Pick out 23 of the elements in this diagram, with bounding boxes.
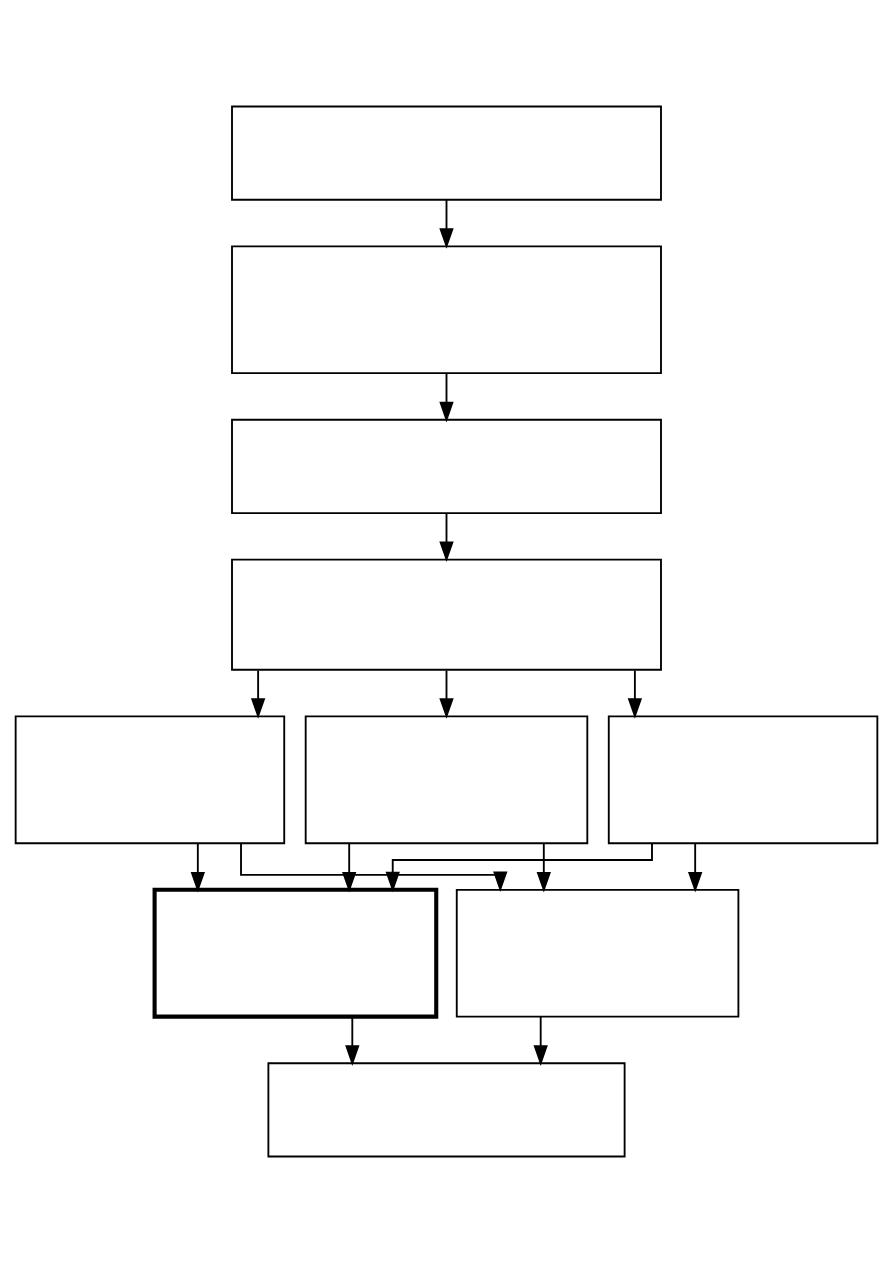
arrow [439, 372, 454, 423]
node-box [304, 715, 589, 845]
arrow [439, 669, 454, 719]
node-box [231, 418, 662, 514]
arrow [342, 842, 357, 893]
arrow [190, 842, 205, 893]
node-box [231, 105, 662, 201]
node-box [152, 887, 439, 1019]
node-box [455, 888, 740, 1018]
arrow [439, 199, 454, 249]
arrow [627, 669, 643, 719]
node-box [231, 245, 662, 375]
node-box [267, 1062, 626, 1158]
arrow [240, 842, 508, 893]
node-box [607, 715, 879, 845]
node-box [231, 558, 662, 671]
arrow [688, 842, 703, 893]
arrow [533, 1016, 548, 1066]
arrow [250, 669, 266, 719]
arrow [439, 512, 454, 563]
arrow [536, 842, 551, 893]
node-box [14, 715, 286, 845]
arrow [345, 1016, 360, 1066]
